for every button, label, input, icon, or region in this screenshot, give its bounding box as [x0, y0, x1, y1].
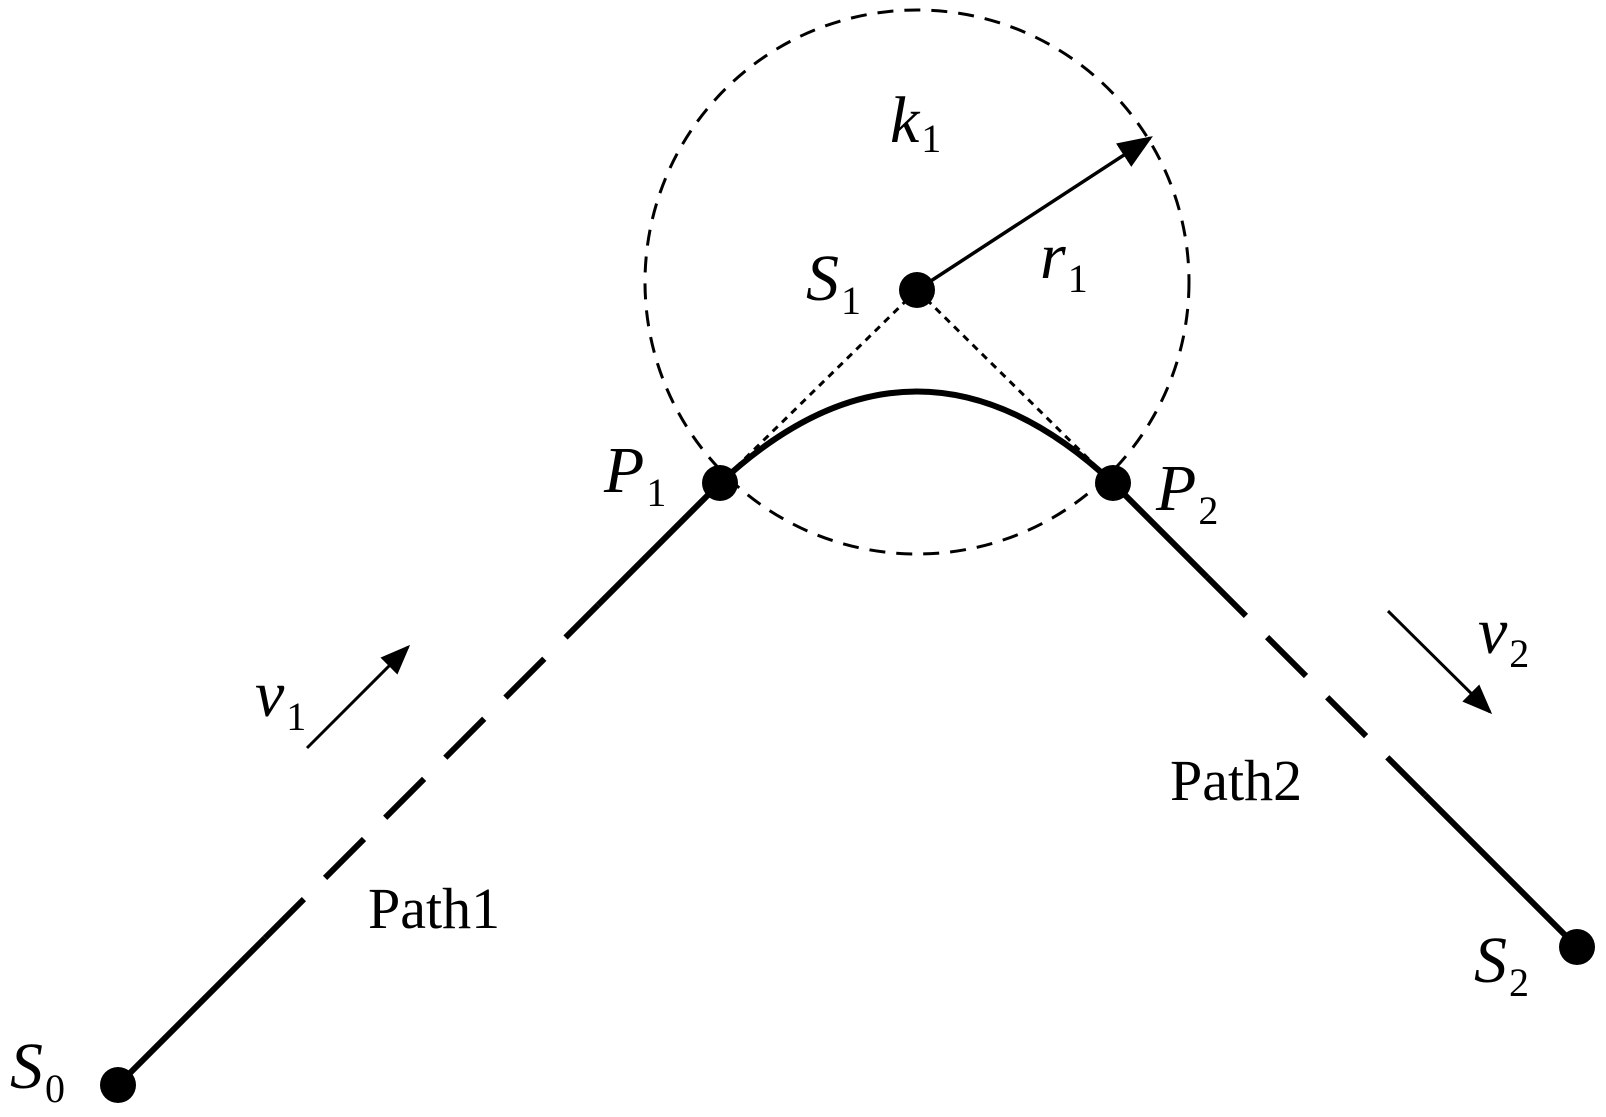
- label-v2: v2: [1478, 595, 1529, 676]
- label-path2: Path2: [1170, 748, 1302, 813]
- point-s1: [899, 272, 935, 308]
- point-p2: [1095, 465, 1131, 501]
- path1-solid-end: [595, 480, 723, 608]
- radius-s1-p1: [718, 288, 919, 485]
- path2-solid-start: [1110, 480, 1210, 580]
- point-p1: [702, 465, 738, 501]
- label-p2: P2: [1155, 452, 1218, 533]
- path1-solid-start: [115, 935, 268, 1088]
- point-s2: [1559, 929, 1595, 965]
- velocity-v2-arrow: [1386, 609, 1493, 715]
- point-s0: [100, 1067, 136, 1103]
- path2-dashed-segment: [1204, 574, 1428, 798]
- label-s1: S1: [806, 242, 861, 323]
- label-s2: S2: [1474, 924, 1529, 1005]
- velocity-v1-arrow: [305, 644, 411, 750]
- label-v1: v1: [255, 658, 306, 739]
- label-p1: P1: [603, 434, 666, 515]
- turning-circle-k1: [643, 8, 1191, 556]
- path1-dashed-segment: [262, 602, 601, 941]
- radius-s1-p2: [915, 288, 1115, 485]
- label-s0: S0: [10, 1030, 65, 1111]
- radius-r1-arrow: [916, 136, 1153, 292]
- path2-solid-end: [1422, 792, 1580, 950]
- label-path1: Path1: [368, 876, 500, 941]
- label-k1: k1: [890, 84, 941, 161]
- transition-arc: [717, 388, 1116, 486]
- label-r1: r1: [1040, 220, 1088, 301]
